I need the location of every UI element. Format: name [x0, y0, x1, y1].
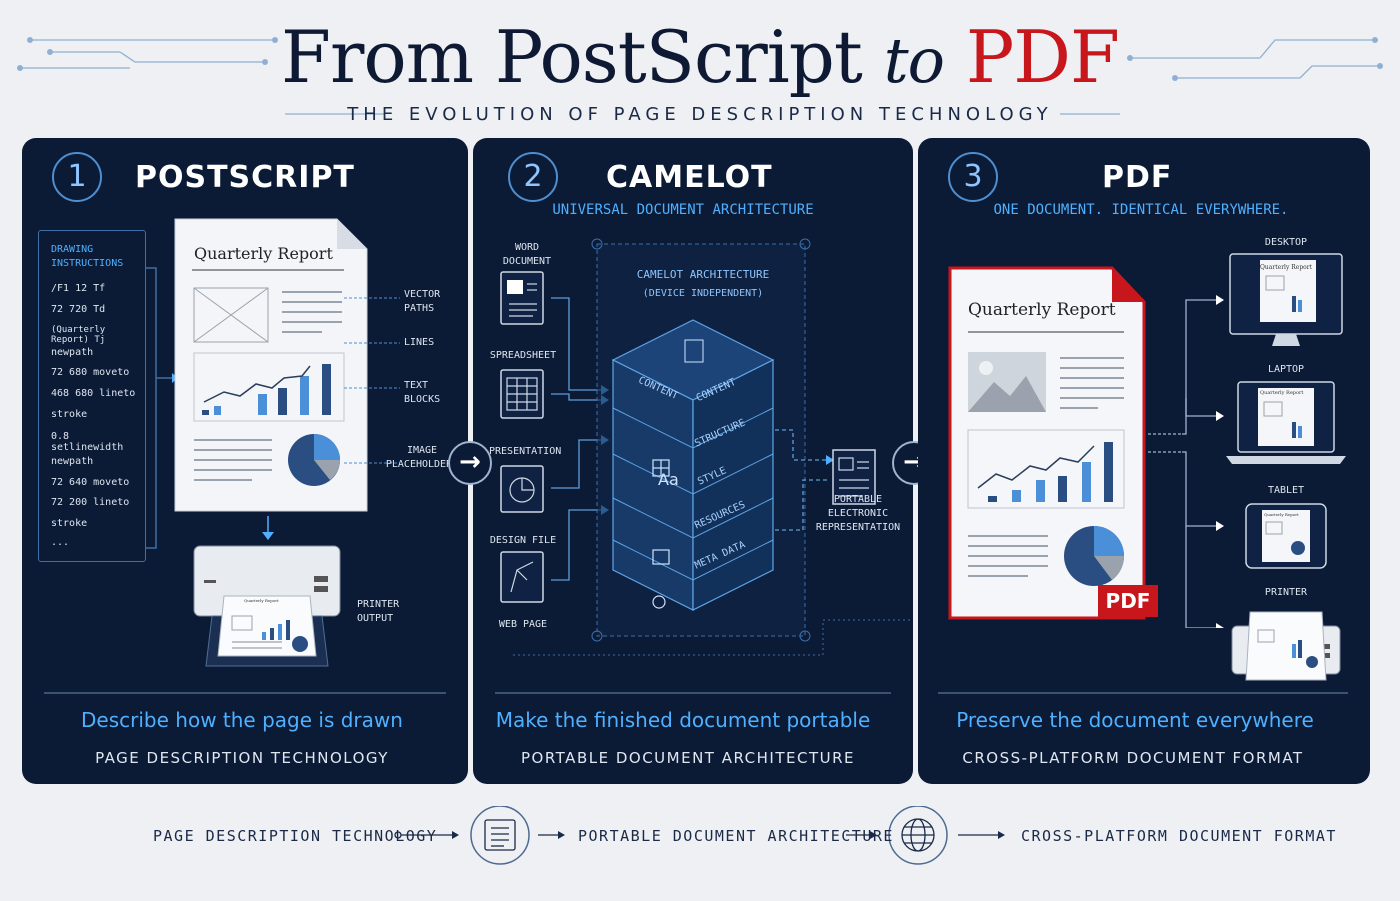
input-label-spreadsheet: SPREADSHEET: [489, 350, 557, 361]
code-line: (Quarterly Report) Tj: [51, 325, 106, 345]
postscript-title: POSTSCRIPT: [135, 160, 355, 195]
camelot-architecture-diagram: [500, 238, 913, 656]
laptop-doc-title: Quarterly Report: [1260, 390, 1304, 396]
flow-step-2: PORTABLE DOCUMENT ARCHITECTURE: [578, 827, 894, 845]
arch-subtitle: (DEVICE INDEPENDENT): [642, 288, 764, 299]
device-label-tablet: TABLET: [1267, 485, 1305, 496]
header-circuit-decor: [17, 37, 1383, 115]
device-label-laptop: LAPTOP: [1267, 364, 1305, 375]
panel1-divider: [44, 692, 446, 694]
title-pdf: PDF: [965, 15, 1120, 99]
code-line: newpath: [51, 456, 94, 467]
code-line: ...: [51, 537, 70, 548]
code-line: 72 720 Td: [51, 304, 106, 315]
style-aa-icon: Aa: [658, 470, 679, 489]
title-to: to: [883, 24, 945, 97]
panel2-divider: [495, 692, 891, 694]
callout-text-blocks: TEXT BLOCKS: [404, 380, 441, 405]
pdf-panel: 3 PDF ONE DOCUMENT. IDENTICAL EVERYWHERE…: [918, 138, 1370, 784]
camelot-title: CAMELOT: [606, 160, 773, 195]
printer-output-label: PRINTER OUTPUT: [357, 599, 400, 624]
flow-step-3: CROSS-PLATFORM DOCUMENT FORMAT: [1021, 827, 1337, 845]
tablet-doc-title: Quarterly Report: [1264, 512, 1299, 517]
step-number-3: 3: [948, 152, 998, 202]
device-label-printer: PRINTER: [1264, 587, 1308, 598]
postscript-panel: 1 POSTSCRIPT DRAWING INSTRUCTIONS /F1 12…: [22, 138, 468, 784]
pdf-subtitle: ONE DOCUMENT. IDENTICAL EVERYWHERE.: [993, 202, 1289, 218]
panel1-bottom-sub: PAGE DESCRIPTION TECHNOLOGY: [95, 749, 389, 767]
device-label-desktop: DESKTOP: [1264, 237, 1308, 248]
callout-image-placeholders: IMAGE PLACEHOLDERS: [385, 445, 459, 470]
page-subtitle: THE EVOLUTION OF PAGE DESCRIPTION TECHNO…: [347, 104, 1053, 125]
device-icons: [1226, 253, 1346, 681]
camelot-panel: 2 CAMELOT UNIVERSAL DOCUMENT ARCHITECTUR…: [473, 138, 913, 784]
panel2-bottom-sub: PORTABLE DOCUMENT ARCHITECTURE: [521, 749, 855, 767]
drawing-instructions-box: DRAWING INSTRUCTIONS /F1 12 Tf 72 720 Td…: [38, 230, 146, 562]
callout-lines: [344, 297, 400, 464]
pdf-badge: PDF: [1098, 585, 1158, 617]
callout-lines-label: LINES: [404, 337, 435, 348]
input-label-word: WORD DOCUMENT: [502, 242, 552, 267]
step-number-2: 2: [508, 152, 558, 202]
arch-title: CAMELOT ARCHITECTURE: [636, 268, 770, 281]
device-connectors: [1148, 295, 1224, 628]
step-number-1: 1: [52, 152, 102, 202]
pdf-doc-title: Quarterly Report: [968, 300, 1116, 320]
panel3-bottom-sub: CROSS-PLATFORM DOCUMENT FORMAT: [962, 749, 1304, 767]
code-line: /F1 12 Tf: [51, 283, 106, 294]
pdf-document: [948, 266, 1146, 620]
pdf-title: PDF: [1102, 160, 1173, 195]
callout-vector-paths: VECTOR PATHS: [404, 289, 441, 314]
panel1-bottom-heading: Describe how the page is drawn: [81, 708, 403, 732]
code-line: 72 200 lineto: [51, 497, 130, 508]
flow-diagram: [394, 806, 1005, 865]
input-label-presentation: PRESENTATION: [489, 446, 562, 457]
panel3-divider: [938, 692, 1348, 694]
printer-device-icon: [1231, 611, 1341, 681]
code-line: stroke: [51, 409, 88, 420]
postscript-doc-title: Quarterly Report: [194, 244, 333, 263]
desktop-icon: [1229, 253, 1343, 346]
postscript-document: [174, 218, 368, 512]
camelot-subtitle: UNIVERSAL DOCUMENT ARCHITECTURE: [552, 202, 814, 218]
code-line: stroke: [51, 518, 88, 529]
drawing-instructions-heading: DRAWING INSTRUCTIONS: [51, 244, 124, 269]
laptop-icon: [1226, 381, 1346, 464]
input-label-design: DESIGN FILE: [489, 535, 557, 546]
code-line: newpath: [51, 347, 94, 358]
portable-representation-label: PORTABLE ELECTRONIC REPRESENTATION: [815, 494, 901, 533]
code-line: 0.8 setlinewidth: [51, 431, 124, 453]
code-line: 72 640 moveto: [51, 477, 130, 488]
title-postscript: From PostScript: [281, 15, 863, 99]
panel3-bottom-heading: Preserve the document everywhere: [956, 708, 1314, 732]
printer-icon: [193, 516, 341, 667]
code-line: 72 680 moveto: [51, 367, 130, 378]
flow-step-1: PAGE DESCRIPTION TECHNOLOGY: [153, 827, 438, 845]
page-title: From PostScript to PDF: [0, 12, 1400, 106]
arrow-right-icon: →: [448, 441, 492, 485]
panel2-bottom-heading: Make the finished document portable: [495, 708, 871, 732]
code-line: 468 680 lineto: [51, 388, 136, 399]
desktop-doc-title: Quarterly Report: [1260, 264, 1313, 271]
input-label-web: WEB PAGE: [498, 619, 548, 630]
tablet-icon: [1245, 503, 1327, 569]
printed-doc-title: Quarterly Report: [244, 598, 279, 603]
